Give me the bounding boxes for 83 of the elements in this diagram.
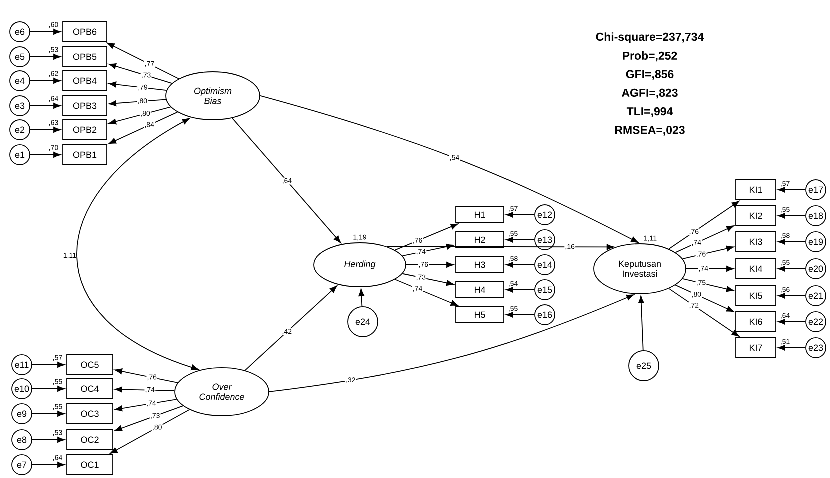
path-arrow <box>778 293 806 299</box>
path-arrow <box>32 386 66 392</box>
fit-statistic: AGFI=,823 <box>622 88 678 99</box>
indicator-box: H3 <box>456 256 504 274</box>
path-arrow <box>506 262 535 268</box>
indicator-box: KI4 <box>736 258 776 280</box>
path-arrow <box>108 99 167 106</box>
path-arrow <box>269 294 634 392</box>
path-arrow <box>386 244 614 250</box>
path-arrow <box>114 406 184 432</box>
path-arrow <box>506 212 535 218</box>
path-arrow <box>358 288 365 307</box>
path-arrow <box>30 54 62 60</box>
path-arrow <box>260 96 639 244</box>
indicator-box: KI1 <box>736 180 776 200</box>
path-arrow <box>30 29 62 35</box>
indicator-box: OPB4 <box>62 70 108 92</box>
path-arrow <box>778 345 806 351</box>
path-arrow <box>778 187 806 193</box>
indicator-box: OPB1 <box>62 144 108 166</box>
path-arrow <box>114 399 178 412</box>
indicator-box: H4 <box>456 282 504 298</box>
indicator-box: KI7 <box>736 338 776 358</box>
path-arrow <box>506 237 535 243</box>
fit-statistic: Prob=,252 <box>623 52 678 62</box>
path-arrow <box>108 106 172 125</box>
path-arrow <box>32 411 66 417</box>
path-arrow <box>30 127 62 133</box>
indicator-box: OC3 <box>66 404 114 424</box>
path-arrow <box>32 462 66 468</box>
path-arrow <box>114 386 176 393</box>
indicator-box: OPB3 <box>62 96 108 116</box>
indicator-box: H5 <box>456 306 504 324</box>
indicator-box: OPB6 <box>62 22 108 42</box>
path-arrow <box>32 437 66 443</box>
indicator-box: KI3 <box>736 232 776 252</box>
path-arrow <box>394 224 458 251</box>
path-arrow <box>686 266 734 272</box>
correlation-arrow <box>76 118 199 370</box>
path-arrow <box>638 296 644 351</box>
path-arrow <box>506 287 535 293</box>
path-arrow <box>506 312 535 318</box>
indicator-box: OPB5 <box>62 46 108 68</box>
path-arrow <box>108 64 173 84</box>
path-arrow <box>682 246 734 260</box>
indicator-box: OC4 <box>66 378 114 400</box>
indicator-box: OC5 <box>66 354 114 376</box>
path-arrow <box>778 266 806 272</box>
path-arrow <box>402 244 454 257</box>
indicator-box: H1 <box>456 206 504 224</box>
path-arrow <box>778 319 806 325</box>
path-arrow <box>778 213 806 219</box>
path-arrow <box>108 112 178 144</box>
indicator-box: KI2 <box>736 206 776 226</box>
indicator-box: OC2 <box>66 430 114 450</box>
path-arrow <box>107 42 180 80</box>
path-arrow <box>30 78 62 84</box>
fit-statistic: RMSEA=,023 <box>615 126 685 136</box>
path-arrow <box>675 226 734 254</box>
path-arrow <box>778 239 806 245</box>
indicator-box: KI6 <box>736 312 776 332</box>
indicator-box: OPB2 <box>62 120 108 140</box>
path-arrow <box>30 103 62 109</box>
fit-statistic: GFI=,856 <box>626 70 674 80</box>
path-arrow <box>668 201 740 250</box>
indicator-box: OC1 <box>66 454 114 476</box>
path-arrow <box>394 279 458 306</box>
path-arrow <box>244 286 338 372</box>
path-arrow <box>668 288 740 337</box>
indicator-box: KI5 <box>736 286 776 306</box>
path-arrow <box>114 368 178 384</box>
indicator-box: H2 <box>456 232 504 248</box>
fit-statistic: TLI=,994 <box>626 107 674 118</box>
path-arrow <box>232 118 342 244</box>
path-arrow <box>406 262 454 268</box>
path-arrow <box>30 152 62 158</box>
path-arrow <box>108 82 168 92</box>
path-arrow <box>32 362 66 368</box>
path-arrow <box>682 278 734 292</box>
path-arrow <box>402 273 454 286</box>
fit-statistic: Chi-square=237,734 <box>596 32 704 44</box>
path-arrow <box>675 284 734 312</box>
path-arrow <box>110 409 190 454</box>
